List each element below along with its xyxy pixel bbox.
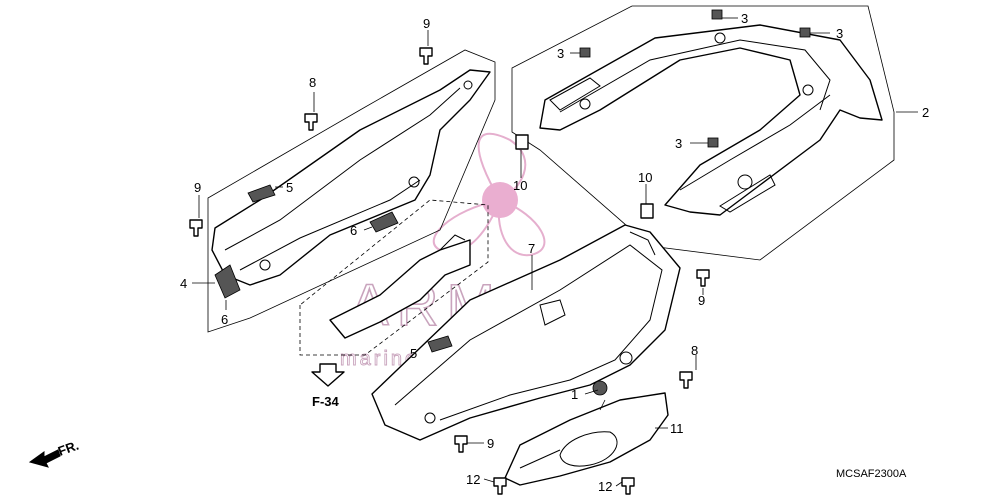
callout-10a: 10 <box>513 178 527 193</box>
screw-icons <box>189 47 710 495</box>
callout-9b: 9 <box>194 180 201 195</box>
group-frame-inner-bracket <box>299 199 489 356</box>
nut-3-icon <box>579 9 811 148</box>
callout-3b: 3 <box>557 46 564 61</box>
leader-lines <box>192 17 918 487</box>
callout-9a: 9 <box>423 16 430 31</box>
callout-12a: 12 <box>466 472 480 487</box>
callout-9d: 9 <box>487 436 494 451</box>
callout-1: 1 <box>571 387 578 402</box>
callout-12b: 12 <box>598 479 612 494</box>
callout-2: 2 <box>922 105 929 120</box>
inner-bracket-part <box>329 234 471 339</box>
callout-9c: 9 <box>698 293 705 308</box>
callout-6b: 6 <box>221 312 228 327</box>
rubber-pad-6b <box>214 264 241 299</box>
lower-panel-part <box>504 392 669 486</box>
front-direction-arrow-icon <box>28 449 61 468</box>
callout-7: 7 <box>528 241 535 256</box>
callout-5a: 5 <box>286 180 293 195</box>
callout-3c: 3 <box>836 26 843 41</box>
callout-3d: 3 <box>675 136 682 151</box>
left-side-cover-part <box>211 69 491 286</box>
front-direction-label: FR. <box>56 438 81 459</box>
callout-11: 11 <box>670 421 684 436</box>
callout-4: 4 <box>180 276 187 291</box>
callout-8b: 8 <box>691 343 698 358</box>
group-frame-left-cover <box>207 49 496 333</box>
clip-10-icon <box>515 134 654 219</box>
watermark-propeller-icon <box>432 132 546 257</box>
rubber-pad-5b <box>427 335 453 353</box>
rubber-pad-6a <box>369 211 399 233</box>
callout-6a: 6 <box>350 223 357 238</box>
reference-arrow-icon <box>311 363 345 387</box>
right-side-cover-part <box>371 224 681 441</box>
rubber-pad-5a <box>247 184 276 203</box>
callout-8a: 8 <box>309 75 316 90</box>
callout-10b: 10 <box>638 170 652 185</box>
callout-3a: 3 <box>741 11 748 26</box>
reference-label: F-34 <box>312 394 340 409</box>
callout-5b: 5 <box>410 346 417 361</box>
drawing-code: MCSAF2300A <box>836 468 907 480</box>
rear-carrier-part <box>539 24 883 216</box>
